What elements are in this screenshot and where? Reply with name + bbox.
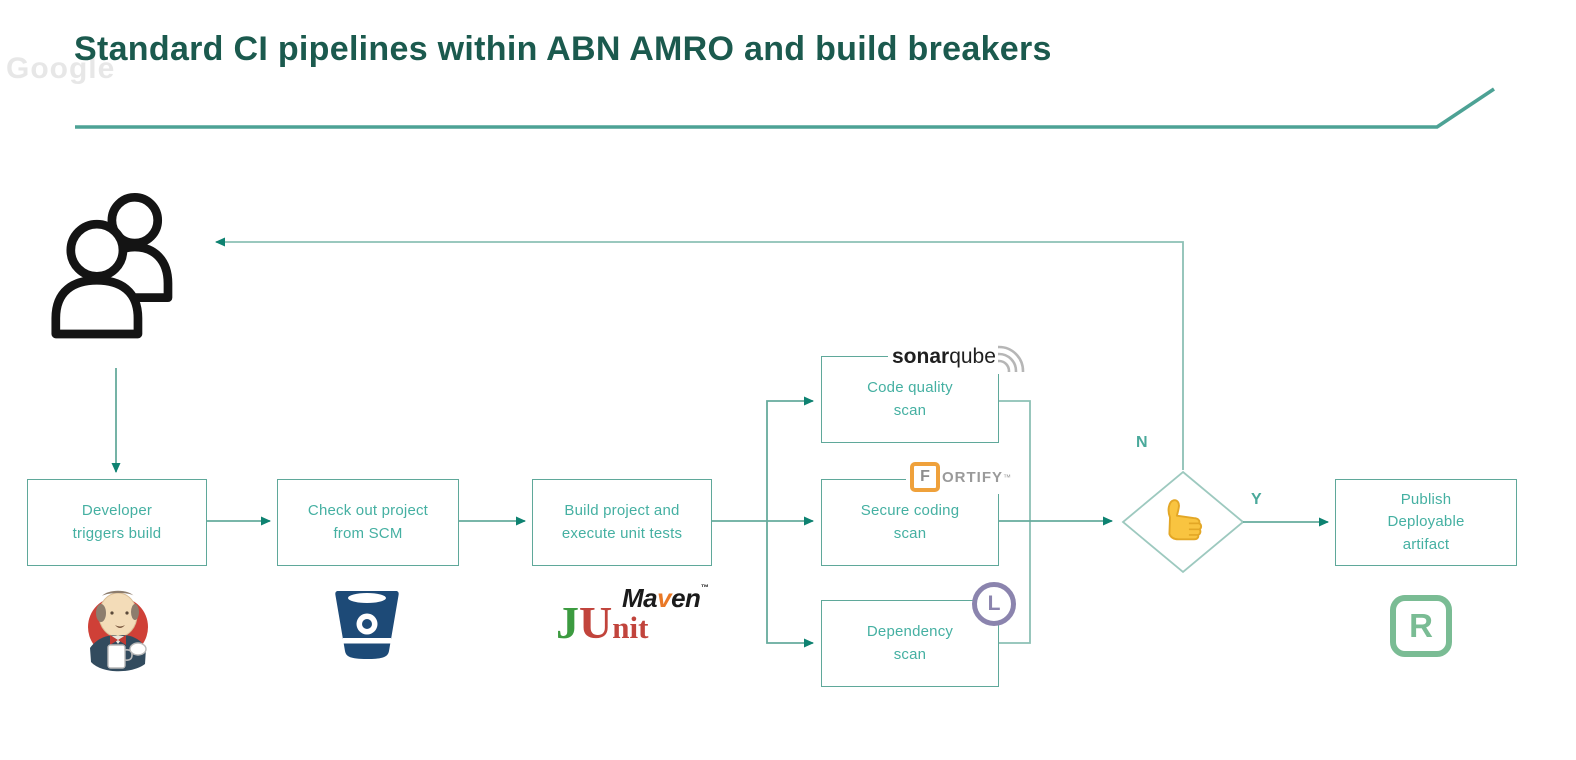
maven-logo: Maven™ bbox=[622, 583, 708, 614]
watermark: Google bbox=[6, 52, 116, 85]
decision-no-label: N bbox=[1136, 434, 1148, 451]
bitbucket-logo bbox=[335, 591, 399, 659]
step-label: Secure coding scan bbox=[860, 502, 960, 542]
repository-badge-icon: R bbox=[1390, 595, 1452, 657]
step-label: Developer triggers build bbox=[72, 502, 162, 542]
fortify-tm: ™ bbox=[1003, 472, 1011, 482]
junit-nit-text: nit bbox=[612, 610, 649, 645]
sonarqube-logo: sonarqube bbox=[888, 340, 1034, 374]
jenkins-logo bbox=[88, 590, 148, 672]
fortify-logo: F ORTIFY ™ bbox=[906, 460, 1015, 494]
maven-text: Ma bbox=[622, 583, 658, 613]
step-developer-triggers-build: Developer triggers build bbox=[27, 479, 207, 566]
loop-arrow-no bbox=[215, 237, 1184, 470]
fortify-f-icon: F bbox=[910, 462, 940, 492]
junit-logo: JUnit bbox=[556, 596, 648, 649]
step-label: Publish Deployable artifact bbox=[1387, 490, 1465, 553]
arrow-branch-to-dependency bbox=[766, 521, 814, 648]
sonarqube-light-text: qube bbox=[949, 345, 996, 368]
step-publish-artifact: Publish Deployable artifact bbox=[1335, 479, 1517, 566]
step-label: Check out project from SCM bbox=[307, 502, 429, 542]
maven-v-text: v bbox=[657, 583, 672, 613]
arrow-branch-to-code-quality bbox=[766, 396, 814, 521]
sonarqube-wordmark: sonarqube bbox=[892, 345, 996, 369]
maven-tm: ™ bbox=[700, 583, 708, 592]
sonarqube-waves-icon bbox=[997, 345, 1025, 372]
step-label: Build project and execute unit tests bbox=[561, 502, 683, 542]
fortify-wordmark: ORTIFY bbox=[942, 468, 1003, 486]
maven-text: en bbox=[671, 583, 701, 613]
junit-u-text: U bbox=[579, 597, 613, 648]
thumbs-up-icon bbox=[1167, 499, 1203, 541]
merge-from-code-quality bbox=[997, 400, 1031, 521]
decision-yes-label: Y bbox=[1251, 491, 1262, 508]
step-dependency-scan: Dependency scan bbox=[821, 600, 999, 687]
developers-icon bbox=[51, 192, 173, 339]
step-checkout-from-scm: Check out project from SCM bbox=[277, 479, 459, 566]
step-build-and-unit-tests: Build project and execute unit tests bbox=[532, 479, 712, 566]
merge-from-dependency bbox=[997, 521, 1031, 644]
step-label: Dependency scan bbox=[866, 623, 954, 663]
step-label: Code quality scan bbox=[867, 379, 953, 419]
slide-title: Standard CI pipelines within ABN AMRO an… bbox=[74, 30, 1052, 68]
junit-j-text: J bbox=[556, 597, 579, 648]
sonarqube-bold-text: sonar bbox=[892, 345, 950, 368]
license-scan-badge-icon: L bbox=[972, 582, 1016, 626]
